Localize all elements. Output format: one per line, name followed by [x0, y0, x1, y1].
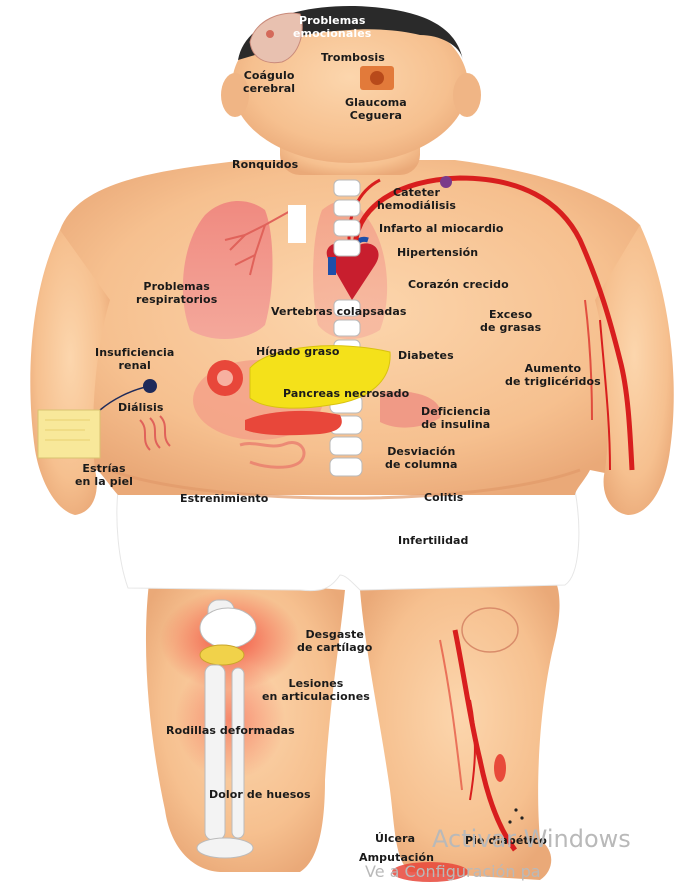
label-problemas-respiratorios: Problemas respiratorios [136, 280, 217, 306]
label-hipertension: Hipertensión [397, 246, 478, 259]
label-trombosis: Trombosis [321, 51, 385, 64]
label-estrias-piel: Estrías en la piel [75, 462, 133, 488]
label-glaucoma-ceguera: Glaucoma Ceguera [345, 96, 407, 122]
label-estrenimiento: Estreñimiento [180, 492, 268, 505]
label-aumento-trigliceridos: Aumento de triglicéridos [505, 362, 601, 388]
label-colitis: Colitis [424, 491, 463, 504]
tibia-bone [205, 665, 225, 840]
label-exceso-grasas: Exceso de grasas [480, 308, 541, 334]
underwear [117, 490, 579, 591]
label-vertebras-colapsadas: Vertebras colapsadas [271, 305, 407, 318]
label-corazon-crecido: Corazón crecido [408, 278, 509, 291]
label-deficiencia-insulina: Deficiencia de insulina [421, 405, 491, 431]
label-insuficiencia-renal: Insuficiencia renal [95, 346, 174, 372]
label-coagulo-cerebral: Coágulo cerebral [243, 69, 295, 95]
label-dolor-huesos: Dolor de huesos [209, 788, 311, 801]
label-desviacion-columna: Desviación de columna [385, 445, 458, 471]
watermark-line-1: Activar Windows [432, 825, 631, 853]
label-pancreas-necrosado: Pancreas necrosado [283, 387, 409, 400]
knee-bone [200, 608, 256, 648]
label-problemas-emocionales: Problemas emocionales [293, 14, 371, 40]
dialysis-bag [38, 410, 100, 458]
label-lesiones-articulaciones: Lesiones en articulaciones [262, 677, 370, 703]
label-ronquidos: Ronquidos [232, 158, 298, 171]
label-diabetes: Diabetes [398, 349, 454, 362]
label-cateter-hemodialisis: Cateter hemodiálisis [377, 186, 456, 212]
ulcer-mark [494, 754, 506, 782]
cartilage [200, 645, 244, 665]
fibula-bone [232, 668, 244, 838]
label-desgaste-cartilago: Desgaste de cartílago [297, 628, 372, 654]
label-infarto-miocardio: Infarto al miocardio [379, 222, 504, 235]
label-dialisis: Diálisis [118, 401, 164, 414]
label-infertilidad: Infertilidad [398, 534, 469, 547]
label-rodillas-deformadas: Rodillas deformadas [166, 724, 295, 737]
spine [330, 180, 362, 476]
watermark-line-2: Ve a Configuración pa [365, 862, 541, 881]
label-ulcera: Úlcera [375, 832, 415, 845]
label-higado-graso: Hígado graso [256, 345, 340, 358]
